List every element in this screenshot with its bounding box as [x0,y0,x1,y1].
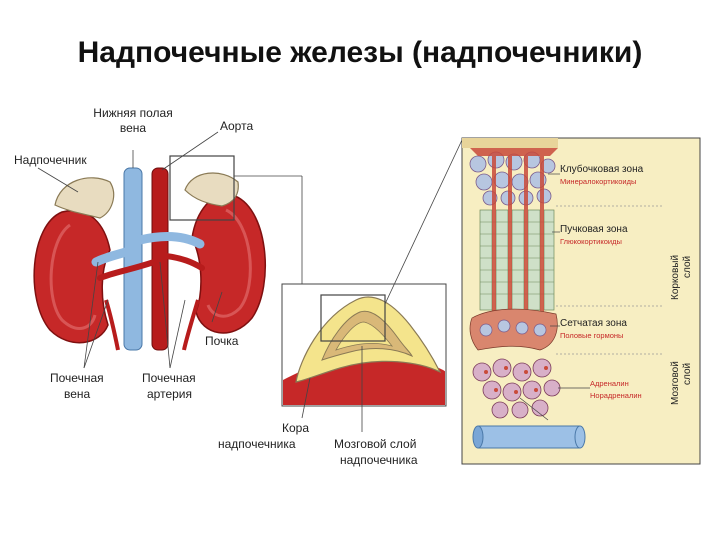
label-renal-artery-line2: артерия [147,387,192,401]
zone-noradrenaline: Норадреналин [590,391,642,400]
left-adrenal-gland [54,177,115,219]
adrenal-cross-section [281,283,447,407]
label-renal-artery-line1: Почечная [142,371,196,385]
label-medulla-line1: Мозговой слой [334,437,416,451]
zone-fasciculata-hormones: Глюкокортикоиды [560,237,622,246]
left-kidney [33,209,111,344]
histology-panel [461,137,701,465]
inferior-vena-cava [123,167,143,351]
zone-adrenaline: Адреналин [590,379,629,388]
zone-reticularis-hormones: Половые гормоны [560,331,623,340]
right-adrenal-gland [184,172,239,207]
label-ivc-line2: вена [120,121,147,135]
label-renal-vein-line1: Почечная [50,371,104,385]
zone-reticularis: Сетчатая зона [560,318,627,329]
renal-artery-right [163,253,205,271]
page-title: Надпочечные железы (надпочечники) [77,36,643,69]
label-cortex-line2: надпочечника [218,437,296,451]
zone-fasciculata: Пучковая зона [560,224,628,235]
label-ivc-line1: Нижняя полая [93,106,172,120]
label-medulla-line2: надпочечника [340,453,418,467]
zone-glomerulosa-hormones: Минералокортикоиды [560,177,636,186]
renal-vein-right [135,232,205,249]
zone-glomerulosa: Клубочковая зона [560,163,644,175]
renal-vein-left [91,247,131,267]
side-cortex-line2: слой [682,256,693,278]
label-adrenal: Надпочечник [14,153,87,167]
label-kidney: Почка [205,334,239,348]
label-aorta: Аорта [220,119,253,133]
zoom-box-medium [320,294,386,342]
central-vein [477,425,581,449]
right-kidney [191,193,267,334]
label-cortex-line1: Кора [282,421,309,435]
kidney-illustration [33,155,267,351]
side-medulla-line1: Мозговой [670,361,681,405]
side-medulla-line2: слой [682,363,693,385]
label-renal-vein-line2: вена [64,387,91,401]
side-cortex-line1: Корковый [670,255,681,300]
renal-artery-left [97,259,157,281]
zoom-box-small [169,155,235,221]
